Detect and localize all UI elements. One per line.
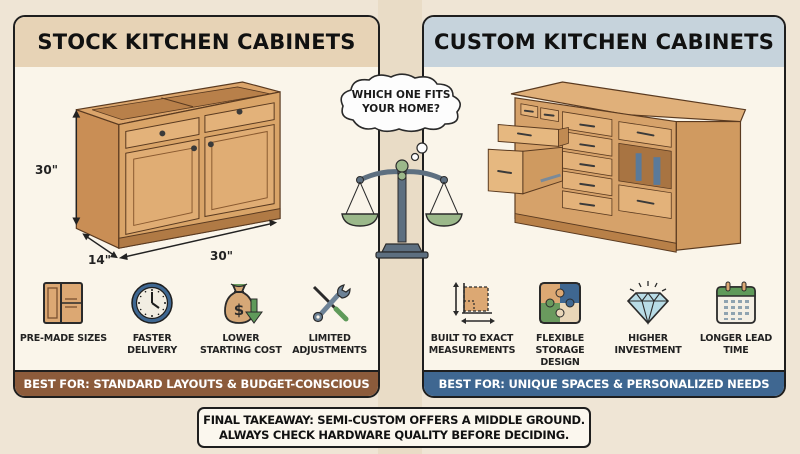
feature-flexible-storage-design: FLEXIBLE STORAGE DESIGN	[516, 279, 604, 369]
stock-panel-title: STOCK KITCHEN CABINETS	[15, 17, 378, 67]
stock-features-list: PRE-MADE SIZES FASTER DELIVERY	[15, 279, 378, 369]
cabinet-icon	[43, 282, 84, 324]
center-question: WHICH ONE FITS YOUR HOME?	[335, 88, 467, 116]
stock-best-for-banner: BEST FOR: STANDARD LAYOUTS & BUDGET-CONS…	[15, 370, 378, 396]
custom-cabinets-panel: CUSTOM KITCHEN CABINETS	[422, 15, 786, 398]
puzzle-icon	[539, 282, 581, 324]
question-line-2: YOUR HOME?	[362, 103, 440, 115]
balance-scale-icon	[341, 142, 463, 259]
custom-features-list: BUILT TO EXACT MEASUREMENTS FLEXIBLE STO…	[424, 279, 784, 369]
measurement-icon	[453, 282, 495, 324]
final-takeaway-box: FINAL TAKEAWAY: SEMI-CUSTOM OFFERS A MID…	[197, 407, 591, 448]
feature-label: BUILT TO EXACT MEASUREMENTS	[428, 333, 516, 356]
width-dimension-label: 30"	[210, 249, 233, 263]
question-line-1: WHICH ONE FITS	[351, 89, 451, 101]
stock-cabinets-panel: STOCK KITCHEN CABINETS 30" 14	[13, 15, 380, 398]
height-dimension-label: 30"	[35, 163, 58, 177]
svg-text:$: $	[234, 301, 244, 319]
calendar-icon	[716, 281, 756, 324]
custom-panel-title: CUSTOM KITCHEN CABINETS	[424, 17, 784, 67]
feature-limited-adjustments: LIMITED ADJUSTMENTS	[286, 279, 374, 369]
tools-icon	[312, 284, 351, 323]
feature-label: HIGHER INVESTMENT	[614, 333, 682, 356]
feature-label: LONGER LEAD TIME	[699, 333, 773, 356]
feature-label: FASTER DELIVERY	[127, 333, 178, 356]
money-bag-down-icon: $	[223, 283, 263, 324]
custom-best-for-banner: BEST FOR: UNIQUE SPACES & PERSONALIZED N…	[424, 370, 784, 396]
feature-pre-made-sizes: PRE-MADE SIZES	[19, 279, 107, 369]
depth-dimension-label: 14"	[88, 253, 111, 267]
feature-higher-investment: HIGHER INVESTMENT	[604, 279, 692, 369]
custom-cabinet-illustration	[487, 81, 747, 253]
feature-label: FLEXIBLE STORAGE DESIGN	[535, 333, 585, 368]
feature-lower-starting-cost: $ LOWER STARTING COST	[197, 279, 285, 369]
feature-label: PRE-MADE SIZES	[19, 333, 107, 344]
takeaway-line-2: ALWAYS CHECK HARDWARE QUALITY BEFORE DEC…	[219, 427, 569, 442]
thought-cloud	[340, 73, 461, 133]
takeaway-line-1: FINAL TAKEAWAY: SEMI-CUSTOM OFFERS A MID…	[203, 412, 585, 427]
clock-icon	[131, 282, 173, 324]
feature-label: LOWER STARTING COST	[200, 333, 282, 356]
feature-label: LIMITED ADJUSTMENTS	[292, 333, 368, 356]
diamond-icon	[626, 281, 670, 326]
feature-built-to-exact-measurements: BUILT TO EXACT MEASUREMENTS	[428, 279, 516, 369]
stock-cabinet-illustration	[72, 81, 281, 261]
feature-faster-delivery: FASTER DELIVERY	[108, 279, 196, 369]
feature-longer-lead-time: LONGER LEAD TIME	[692, 279, 780, 369]
